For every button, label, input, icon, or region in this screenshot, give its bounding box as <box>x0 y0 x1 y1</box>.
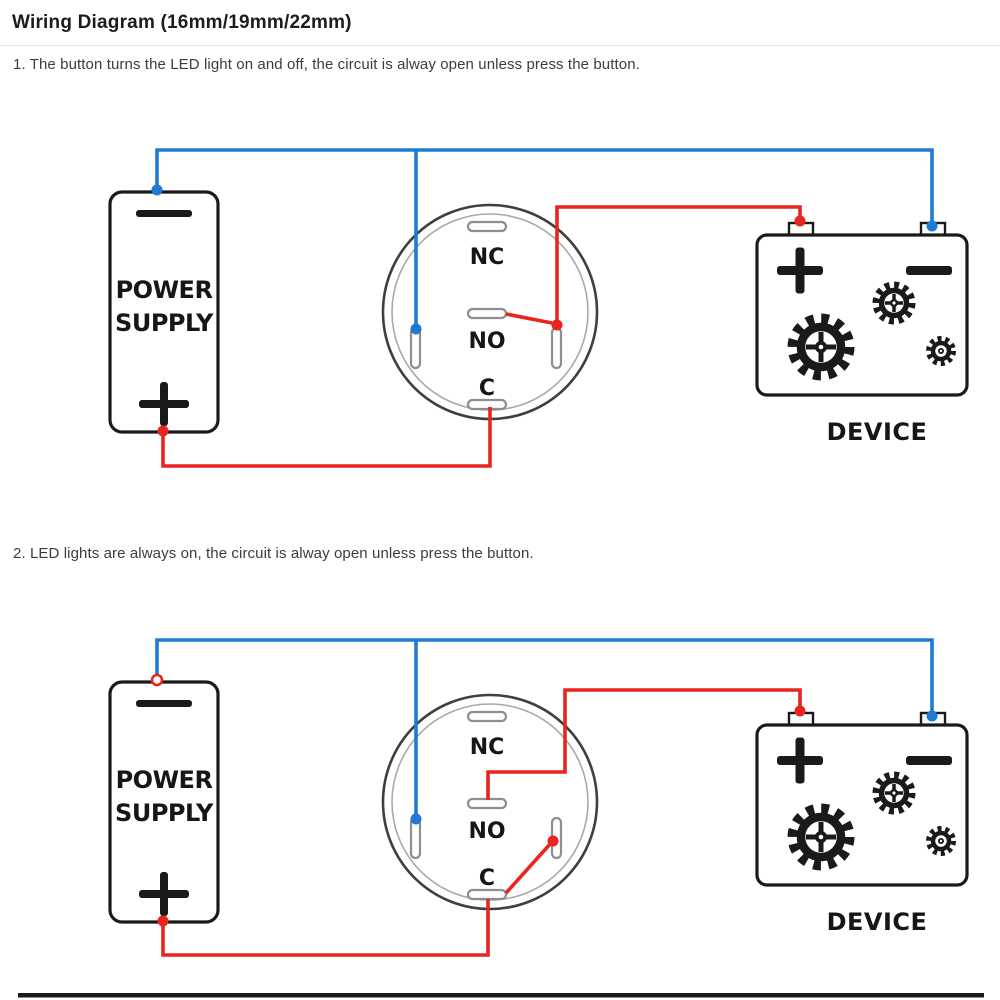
plus-symbol <box>777 247 823 294</box>
power-supply-label-line2: SUPPLY <box>115 309 214 337</box>
page-title: Wiring Diagram (16mm/19mm/22mm) <box>12 12 352 33</box>
page-header: Wiring Diagram (16mm/19mm/22mm) <box>0 0 1000 46</box>
junction-dot-supply-pos <box>157 425 169 437</box>
terminal-no <box>466 797 508 810</box>
gear-small-icon <box>926 826 956 856</box>
minus-symbol <box>906 756 952 765</box>
gear-large-icon <box>787 803 855 871</box>
terminal-c <box>466 888 508 901</box>
plus-symbol <box>139 382 189 426</box>
negative-wire <box>155 638 934 717</box>
terminal-no <box>466 307 508 320</box>
power-supply-label-line2: SUPPLY <box>115 799 214 827</box>
positive-wire-supply <box>161 899 490 957</box>
power-supply-label-line1: POWER <box>116 276 213 304</box>
gear-small-icon <box>926 336 956 366</box>
minus-symbol <box>136 210 192 217</box>
terminal-c-label: C <box>479 376 495 401</box>
caption-2: 2. LED lights are always on, the circuit… <box>13 545 534 562</box>
junction-dot-led-right <box>551 319 563 331</box>
terminal-c <box>466 398 508 411</box>
device-box <box>755 723 969 887</box>
device-label: DEVICE <box>827 908 928 936</box>
junction-dot-supply-pos <box>157 915 169 927</box>
push-button-switch-2 <box>381 693 599 911</box>
device-box <box>755 233 969 397</box>
negative-wire <box>155 148 934 227</box>
junction-dot-led-right <box>547 835 559 847</box>
figure-1: POWER SUPPLY NC NO C DEVICE <box>108 148 969 468</box>
terminal-nc-label: NC <box>470 245 505 270</box>
positive-wire-device <box>486 688 802 800</box>
junction-dot-device-pos <box>794 215 806 227</box>
terminal-no-label: NO <box>468 329 505 354</box>
switch-lever <box>505 312 553 325</box>
terminal-nc <box>466 710 508 723</box>
terminal-nc <box>466 220 508 233</box>
page-bottom-border <box>18 993 984 998</box>
positive-wire-supply <box>161 407 492 468</box>
terminal-no-label: NO <box>468 819 505 844</box>
gear-medium-icon <box>872 771 916 815</box>
junction-dot-led-left <box>410 323 422 335</box>
terminal-c-label: C <box>479 866 495 891</box>
power-supply-label-line1: POWER <box>116 766 213 794</box>
junction-dot-device-pos <box>794 705 806 717</box>
device-1 <box>755 221 969 397</box>
minus-symbol <box>906 266 952 275</box>
terminal-nc-label: NC <box>470 735 505 760</box>
junction-dot-led-left <box>410 813 422 825</box>
device-2 <box>755 711 969 887</box>
device-label: DEVICE <box>827 418 928 446</box>
caption-1: 1. The button turns the LED light on and… <box>13 56 640 73</box>
terminal-led-right <box>550 326 563 370</box>
junction-dot-supply-neg <box>151 184 163 196</box>
junction-dot-device-neg <box>926 220 938 232</box>
switch-lever <box>504 841 553 895</box>
junction-ring-supply-neg <box>150 673 164 687</box>
plus-symbol <box>777 737 823 784</box>
plus-symbol <box>139 872 189 916</box>
minus-symbol <box>136 700 192 707</box>
figure-2: POWER SUPPLY NC NO C DEVICE <box>108 638 969 957</box>
gear-medium-icon <box>872 281 916 325</box>
gear-large-icon <box>787 313 855 381</box>
junction-dot-device-neg <box>926 710 938 722</box>
